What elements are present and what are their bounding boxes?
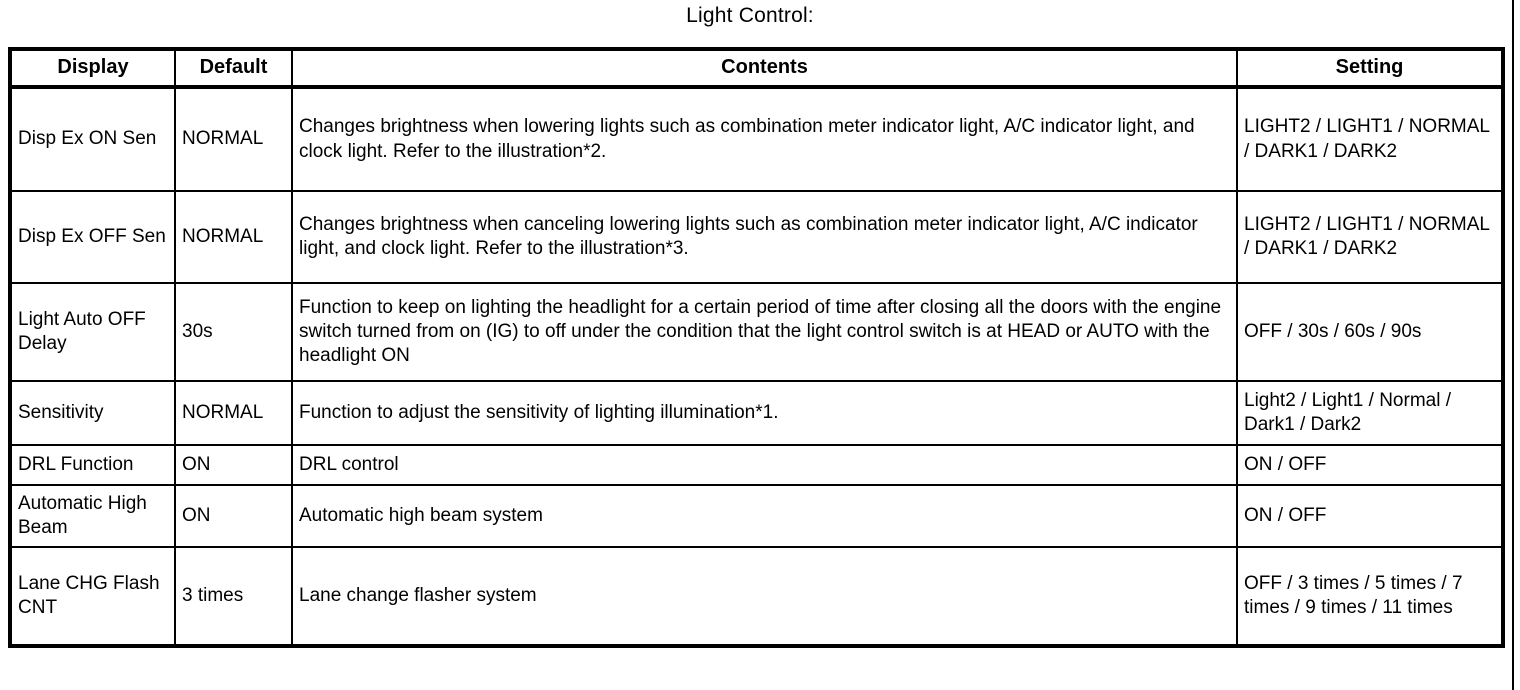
contents-cell: DRL control — [291, 444, 1238, 486]
display-cell: Sensitivity — [9, 380, 176, 446]
table-header-row: Display Default Contents Setting — [9, 48, 1504, 89]
page-edge-line — [1512, 0, 1514, 690]
column-header-setting: Setting — [1236, 48, 1504, 89]
contents-cell: Function to keep on lighting the headlig… — [291, 282, 1238, 382]
contents-cell: Changes brightness when lowering lights … — [291, 86, 1238, 192]
default-cell: ON — [174, 444, 293, 486]
display-cell: Disp Ex ON Sen — [9, 86, 176, 192]
default-cell: 30s — [174, 282, 293, 382]
table-row: Sensitivity NORMAL Function to adjust th… — [9, 380, 1504, 446]
default-cell: NORMAL — [174, 190, 293, 284]
display-cell: Automatic High Beam — [9, 484, 176, 548]
table-row: DRL Function ON DRL control ON / OFF — [9, 444, 1504, 486]
display-cell: Lane CHG Flash CNT — [9, 546, 176, 647]
contents-cell: Function to adjust the sensitivity of li… — [291, 380, 1238, 446]
setting-cell: LIGHT2 / LIGHT1 / NORMAL / DARK1 / DARK2 — [1236, 86, 1504, 192]
table-row: Light Auto OFF Delay 30s Function to kee… — [9, 282, 1504, 382]
column-header-display: Display — [9, 48, 176, 89]
default-cell: NORMAL — [174, 86, 293, 192]
default-cell: 3 times — [174, 546, 293, 647]
setting-cell: ON / OFF — [1236, 444, 1504, 486]
column-header-default: Default — [174, 48, 293, 89]
table-row: Disp Ex OFF Sen NORMAL Changes brightnes… — [9, 190, 1504, 284]
setting-cell: ON / OFF — [1236, 484, 1504, 548]
setting-cell: OFF / 30s / 60s / 90s — [1236, 282, 1504, 382]
table-row: Automatic High Beam ON Automatic high be… — [9, 484, 1504, 548]
column-header-contents: Contents — [291, 48, 1238, 89]
setting-cell: LIGHT2 / LIGHT1 / NORMAL / DARK1 / DARK2 — [1236, 190, 1504, 284]
default-cell: NORMAL — [174, 380, 293, 446]
contents-cell: Automatic high beam system — [291, 484, 1238, 548]
setting-cell: Light2 / Light1 / Normal / Dark1 / Dark2 — [1236, 380, 1504, 446]
display-cell: DRL Function — [9, 444, 176, 486]
display-cell: Disp Ex OFF Sen — [9, 190, 176, 284]
page-title: Light Control: — [686, 4, 814, 27]
contents-cell: Changes brightness when canceling loweri… — [291, 190, 1238, 284]
table-row: Disp Ex ON Sen NORMAL Changes brightness… — [9, 86, 1504, 192]
display-cell: Light Auto OFF Delay — [9, 282, 176, 382]
setting-cell: OFF / 3 times / 5 times / 7 times / 9 ti… — [1236, 546, 1504, 647]
default-cell: ON — [174, 484, 293, 548]
light-control-table: Display Default Contents Setting Disp Ex… — [8, 47, 1505, 648]
contents-cell: Lane change flasher system — [291, 546, 1238, 647]
table-row: Lane CHG Flash CNT 3 times Lane change f… — [9, 546, 1504, 647]
